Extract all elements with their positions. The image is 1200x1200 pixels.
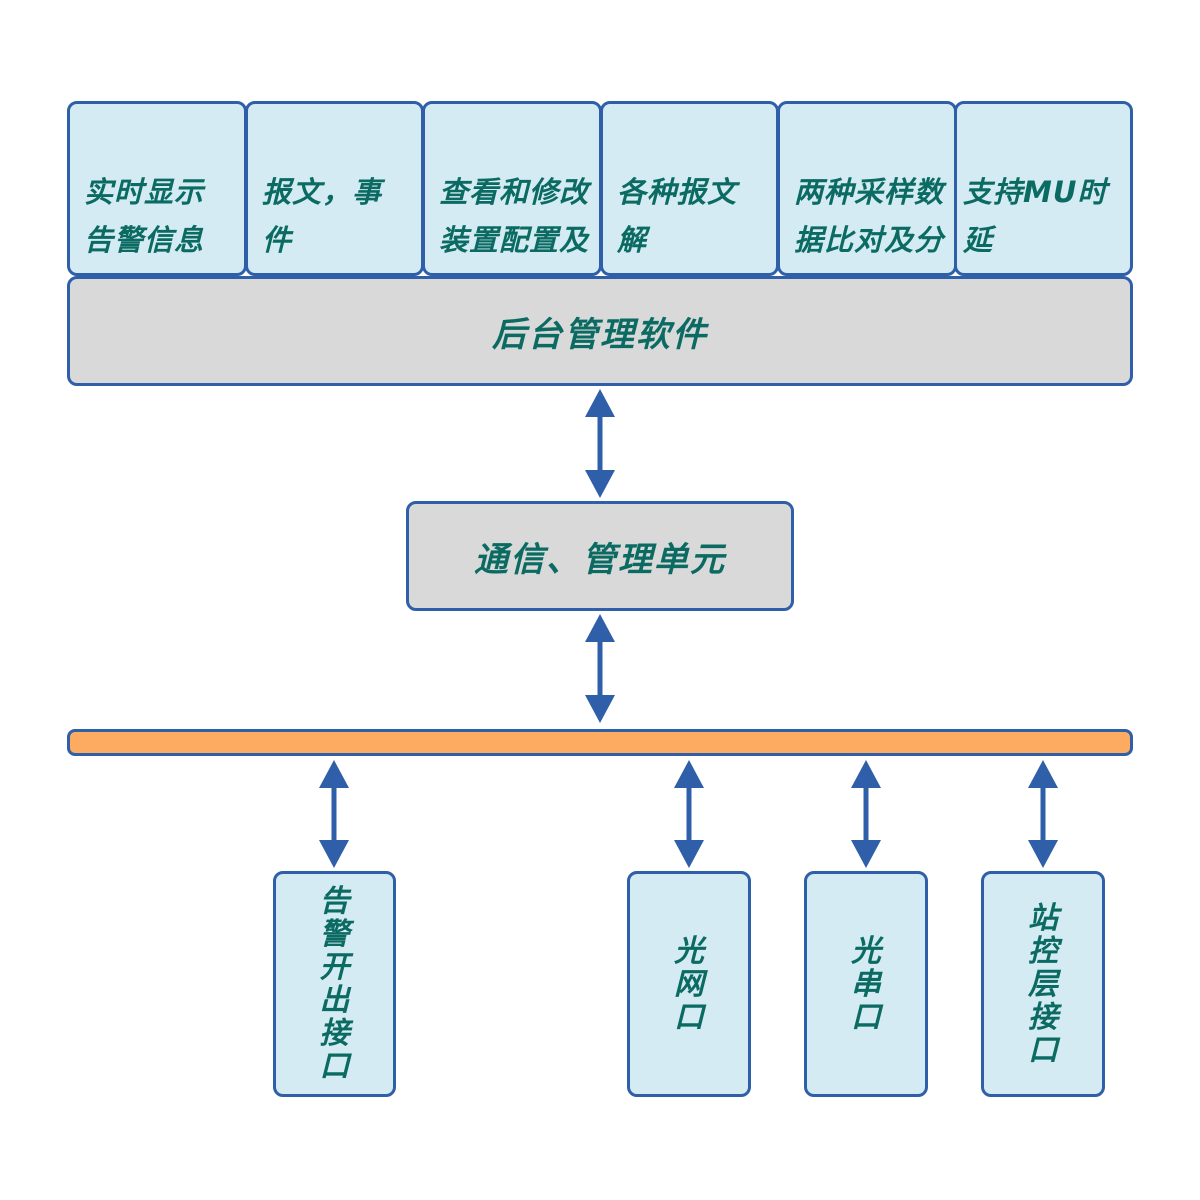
backend-software-box: 后台管理软件 xyxy=(67,276,1133,386)
function-box-mu-delay: 支持MU时延 特性分析 xyxy=(954,101,1133,276)
interface-label: 站控层接口 xyxy=(1028,900,1058,1068)
comm-unit-label: 通信、管理单元 xyxy=(474,539,726,580)
interface-box-alarm-output: 告警开出接口 xyxy=(273,871,396,1097)
arrow-bus-to-alarm-output xyxy=(319,760,349,868)
arrow-backend-to-comm-unit xyxy=(585,389,615,498)
arrow-bus-to-optical-network xyxy=(674,760,704,868)
interface-box-station-control: 站控层接口 xyxy=(981,871,1105,1097)
function-label: 两种采样数 据比对及分 析 xyxy=(794,175,945,273)
interface-box-optical-serial: 光串口 xyxy=(804,871,928,1097)
function-label: 报文，事件 及录波数据 查询和提取 xyxy=(262,175,383,273)
function-box-sample-compare: 两种采样数 据比对及分 析 xyxy=(777,101,957,276)
arrow-bus-to-station-control xyxy=(1028,760,1058,868)
function-label: 各种报文解 析及暂态录 波文件显示 xyxy=(617,175,738,273)
function-box-report-parse: 各种报文解 析及暂态录 波文件显示 xyxy=(600,101,779,276)
function-label: 支持MU时延 特性分析 xyxy=(963,175,1108,273)
arrow-comm-unit-to-bus xyxy=(585,614,615,723)
comm-unit-box: 通信、管理单元 xyxy=(406,501,794,611)
function-label: 查看和修改 装置配置及 录波定值 xyxy=(439,175,590,273)
bus-bar xyxy=(67,729,1133,756)
arrow-bus-to-optical-serial xyxy=(851,760,881,868)
function-label: 实时显示 告警信息 xyxy=(84,175,205,257)
function-box-realtime-alarm: 实时显示 告警信息 xyxy=(67,101,247,276)
backend-software-label: 后台管理软件 xyxy=(492,314,708,355)
interface-label: 告警开出接口 xyxy=(319,884,350,1084)
interface-label: 光串口 xyxy=(851,933,881,1035)
interface-box-optical-network: 光网口 xyxy=(627,871,751,1097)
interface-label: 光网口 xyxy=(674,933,704,1035)
